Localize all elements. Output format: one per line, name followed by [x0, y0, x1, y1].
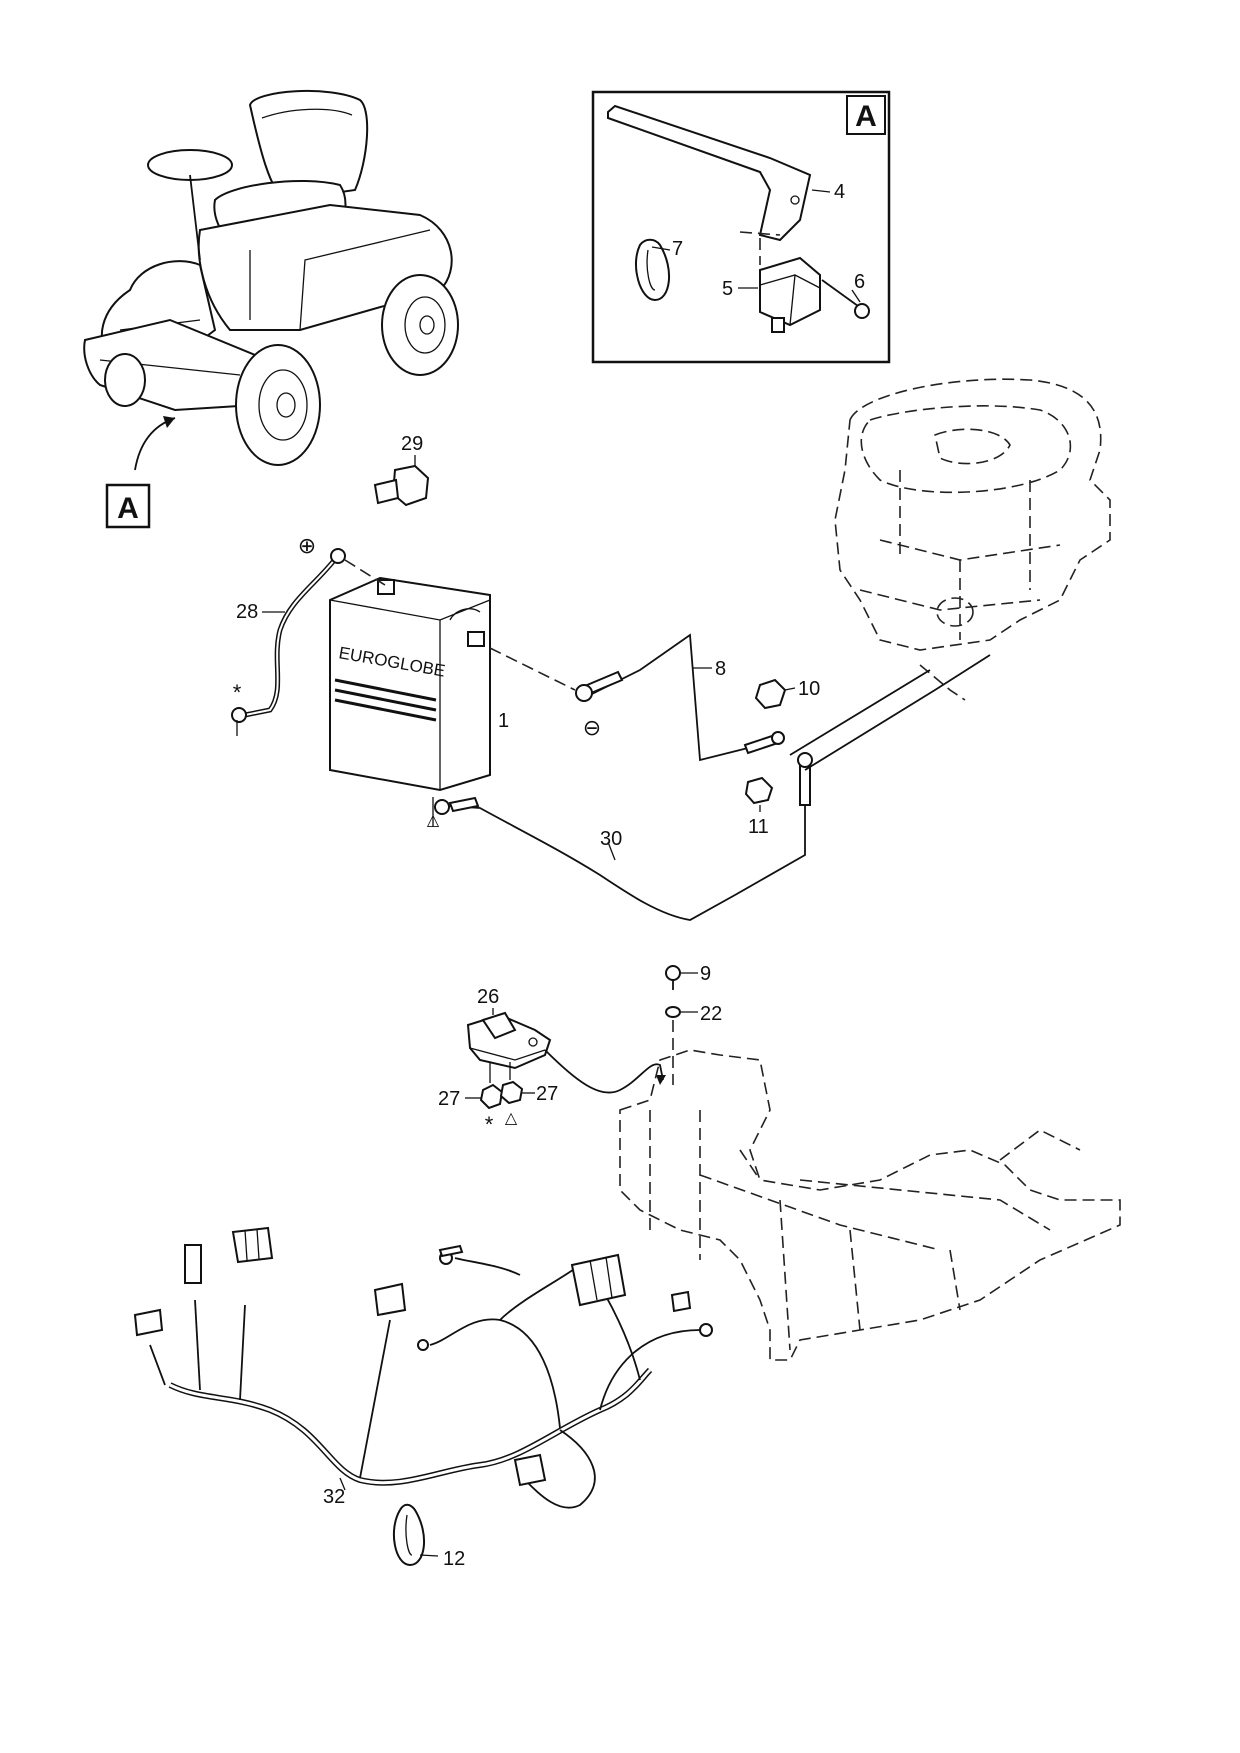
harness-connector: [373, 1282, 407, 1317]
chassis-outline: [619, 1049, 1121, 1361]
harness-connector: [570, 1253, 627, 1307]
harness-connector: [231, 1226, 274, 1264]
nut-part-11: [744, 776, 774, 812]
terminal-cover-part-29: [373, 455, 430, 507]
riding-mower-illustration: [83, 89, 459, 471]
engine-outline: [834, 378, 1111, 701]
harness-connector: [133, 1308, 164, 1337]
callout-27-right: 27: [536, 1083, 558, 1105]
relay-part-5: [759, 256, 821, 327]
callout-7: 7: [672, 238, 683, 260]
positive-cable-part-28: [231, 548, 386, 723]
callout-32: 32: [323, 1486, 345, 1508]
callout-9: 9: [700, 963, 711, 985]
callout-4: 4: [834, 181, 845, 203]
wiring-harness-part-32: [133, 1226, 713, 1509]
detail-box-letter: A: [855, 100, 877, 133]
ground-cable-part-30: [434, 654, 991, 921]
relay-part-26: [466, 1008, 666, 1094]
minus-symbol: ⊖: [583, 715, 601, 740]
battery-part-1: EUROGLOBE: [329, 576, 491, 792]
callout-1: 1: [498, 710, 509, 732]
cable-tie-part-7: [635, 238, 671, 302]
callout-30: 30: [600, 828, 622, 850]
callout-26: 26: [477, 986, 499, 1008]
washer-part-22: [665, 1006, 698, 1085]
callout-6: 6: [854, 271, 865, 293]
bracket-part-4: [607, 104, 812, 242]
callout-5: 5: [722, 278, 733, 300]
screw-part-9: [665, 965, 698, 990]
plus-symbol: ⊕: [298, 533, 316, 558]
star-marker-28: *: [233, 680, 242, 705]
harness-connector: [513, 1453, 547, 1487]
negative-cable-part-8: [489, 633, 785, 762]
harness-connector: [670, 1290, 692, 1313]
detail-reference-letter: A: [117, 492, 139, 525]
triangle-marker-27: △: [505, 1110, 518, 1127]
callout-8: 8: [715, 658, 726, 680]
screw-part-6: [854, 303, 870, 319]
star-marker-27: *: [485, 1112, 494, 1137]
detail-reference-label: A: [105, 483, 151, 529]
harness-connector: [184, 1244, 202, 1284]
callout-28: 28: [236, 601, 258, 623]
callout-11: 11: [748, 816, 769, 838]
cable-tie-part-12: [392, 1503, 439, 1567]
callout-29: 29: [401, 433, 423, 455]
callout-22: 22: [700, 1003, 722, 1025]
nut-part-10: [754, 678, 796, 710]
nut-part-27-left: [465, 1062, 504, 1110]
callout-10: 10: [798, 678, 820, 700]
callout-12: 12: [443, 1548, 465, 1570]
callout-27-left: 27: [438, 1088, 460, 1110]
detail-box-a: A: [591, 90, 891, 364]
nut-part-27-right: [499, 1062, 535, 1105]
